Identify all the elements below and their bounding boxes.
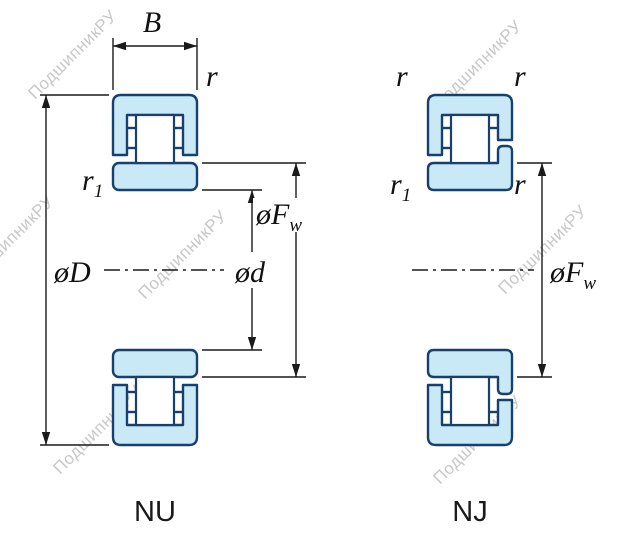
nu-bearing-view: B øD ød bbox=[40, 6, 307, 528]
label-r-top-right: r bbox=[206, 60, 218, 93]
nu-outer-ring-bottom-section bbox=[111, 383, 199, 447]
arrow-down-icon bbox=[247, 337, 257, 350]
arrow-left-icon bbox=[113, 41, 126, 51]
nu-dimension-outer-diameter: øD bbox=[40, 94, 109, 446]
nu-cage-marks bbox=[127, 126, 183, 414]
label-r-mid-right: r bbox=[514, 168, 526, 201]
watermark-text: ПодшипникРУ bbox=[0, 192, 58, 288]
watermark-text: ПодшипникРУ bbox=[24, 7, 120, 103]
label-raceway-diameter: øFw bbox=[255, 198, 302, 236]
label-outer-diameter: øD bbox=[53, 256, 91, 289]
arrow-down-icon bbox=[41, 432, 51, 445]
nj-outer-ring-bottom-section bbox=[426, 383, 514, 447]
nu-inner-ring-bottom-section bbox=[111, 348, 199, 379]
arrow-down-icon bbox=[537, 364, 547, 377]
label-width-B: B bbox=[143, 6, 161, 39]
label-r1: r1 bbox=[390, 168, 411, 206]
arrow-up-icon bbox=[41, 95, 51, 108]
nu-caption: NU bbox=[134, 496, 176, 528]
nj-outer-ring-top-section bbox=[426, 93, 514, 157]
nu-dimension-raceway-diameter: øFw bbox=[202, 162, 307, 378]
nj-caption: NJ bbox=[452, 496, 487, 528]
nu-inner-ring-top-section bbox=[111, 161, 199, 192]
nu-outer-ring-top-section bbox=[111, 93, 199, 157]
nu-roller-bottom bbox=[134, 375, 176, 427]
label-raceway-diameter: øFw bbox=[549, 256, 596, 294]
nu-roller-top bbox=[134, 113, 176, 165]
nj-inner-ring-bottom-section bbox=[426, 348, 514, 396]
nj-roller-bottom bbox=[449, 375, 491, 427]
label-r-top-left: r bbox=[396, 60, 408, 93]
nu-dimension-bore-diameter: ød bbox=[202, 189, 274, 351]
nj-inner-ring-top-section bbox=[426, 144, 514, 192]
arrow-down-icon bbox=[291, 364, 301, 377]
arrow-up-icon bbox=[537, 163, 547, 176]
nu-dimension-B: B bbox=[112, 6, 198, 90]
nj-dimension-raceway-diameter: øFw bbox=[517, 162, 596, 378]
label-r-top-right: r bbox=[514, 60, 526, 93]
label-bore-diameter: ød bbox=[234, 256, 266, 289]
arrow-up-icon bbox=[291, 163, 301, 176]
nj-roller-top bbox=[449, 113, 491, 165]
label-r1: r1 bbox=[82, 164, 103, 202]
nj-bearing-view: øFw r r r1 r NJ bbox=[390, 60, 596, 528]
watermark-text: ПодшипникРУ bbox=[134, 207, 230, 303]
arrow-right-icon bbox=[184, 41, 197, 51]
nj-cage-marks bbox=[442, 126, 498, 414]
